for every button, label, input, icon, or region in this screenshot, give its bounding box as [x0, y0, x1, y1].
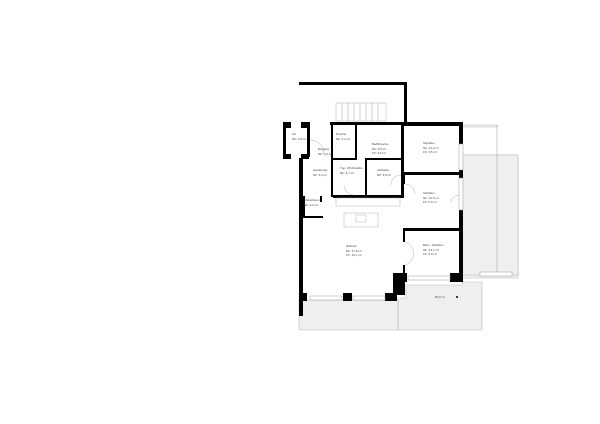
room-area-secondary: FF: 3,5 m² [423, 150, 437, 154]
window [458, 143, 464, 171]
window [352, 295, 386, 301]
wall [299, 293, 307, 301]
room-name: Wohnen [346, 244, 357, 248]
wall [450, 273, 463, 282]
kitchen [335, 197, 401, 228]
room-name: Eingang [318, 147, 329, 151]
wall [283, 122, 286, 157]
room-area: NF: 5,5 m² [372, 147, 386, 151]
room-name: Abstellen [377, 168, 390, 172]
wall [403, 228, 461, 231]
wall [299, 158, 303, 316]
wall [330, 122, 403, 125]
wall [301, 122, 309, 128]
wall [403, 172, 461, 175]
door-swing [450, 194, 460, 204]
wall [333, 195, 403, 198]
room-area: NF: 5,2 m² [313, 173, 327, 177]
wall [459, 210, 463, 280]
terrace [298, 124, 519, 331]
room-name: Büro / Schlafen [423, 243, 444, 247]
wall [307, 122, 310, 157]
staircase [335, 102, 387, 122]
room-area-secondary: FF: 5,3 m² [423, 200, 437, 204]
windows [309, 143, 464, 301]
room-area: NF: 2,1 m² [336, 137, 350, 141]
wall [365, 158, 367, 198]
room-area: NF: 12,2 m² [423, 146, 439, 150]
room-area: NF: 2,8 m² [292, 137, 306, 141]
wall [393, 273, 407, 282]
wall [320, 196, 322, 202]
wall [401, 125, 404, 198]
wall [299, 82, 407, 85]
wall [459, 122, 463, 144]
window [407, 275, 451, 281]
door-swing [390, 174, 402, 186]
window [458, 177, 464, 211]
room-area: NF: 3,8 m² [377, 173, 391, 177]
room-area: NF: 12,6 m² [423, 196, 439, 200]
kitchen-counter [335, 197, 401, 207]
cooktop [355, 214, 367, 223]
room-labels: Lift NF: 2,8 m² Eingang NF: 2,5 m² Dusch… [292, 132, 445, 299]
wall [355, 125, 357, 159]
stair-run [335, 102, 387, 122]
wall [301, 154, 309, 159]
walls [283, 82, 463, 316]
room-area: NF: 2,6 m² [304, 203, 318, 207]
wall [283, 154, 291, 159]
wall [331, 125, 333, 197]
wall [303, 216, 323, 218]
room-name: Tpp. WC/Dusche [340, 166, 363, 170]
room-area: NF: 2,5 m² [318, 152, 332, 156]
room-area-secondary: FF: 3,6 m² [372, 151, 386, 155]
room-name: Schlafen [423, 141, 435, 145]
door-swing [343, 184, 355, 196]
terrace-step [479, 271, 513, 277]
wall [343, 293, 352, 301]
room-name: Garderobe [313, 168, 328, 172]
terrace-drain [456, 296, 458, 298]
door-swing [404, 183, 416, 195]
wall [385, 293, 397, 301]
kitchen-island [343, 212, 379, 228]
door-swing [404, 241, 414, 266]
wall [283, 122, 291, 128]
room-area: NF: 4,7 m² [340, 171, 354, 175]
wall [303, 196, 305, 218]
terrace-right-strip [461, 154, 519, 276]
room-area: NF: 13,1 m² [423, 248, 439, 252]
room-name: Dusche [336, 132, 347, 136]
wall [365, 158, 403, 160]
terrace-area: 50,0 m² [435, 295, 445, 299]
wall [404, 82, 407, 122]
window [309, 295, 343, 301]
room-area: NF: 47,8 m² [346, 249, 362, 253]
room-name: Abstellraum [304, 198, 320, 202]
door-swing [309, 139, 325, 155]
doors [309, 139, 460, 266]
room-name: Lift [292, 132, 296, 136]
room-area-secondary: FF: 10,1 m² [346, 253, 362, 257]
wall [331, 158, 357, 160]
wall [403, 265, 405, 275]
wall [403, 122, 462, 126]
wall [403, 228, 405, 242]
room-area-secondary: FF: 6,3 m² [423, 252, 437, 256]
room-name: Bad/Dusche [372, 142, 389, 146]
wall [403, 172, 405, 184]
room-name: Schlafen [423, 191, 435, 195]
